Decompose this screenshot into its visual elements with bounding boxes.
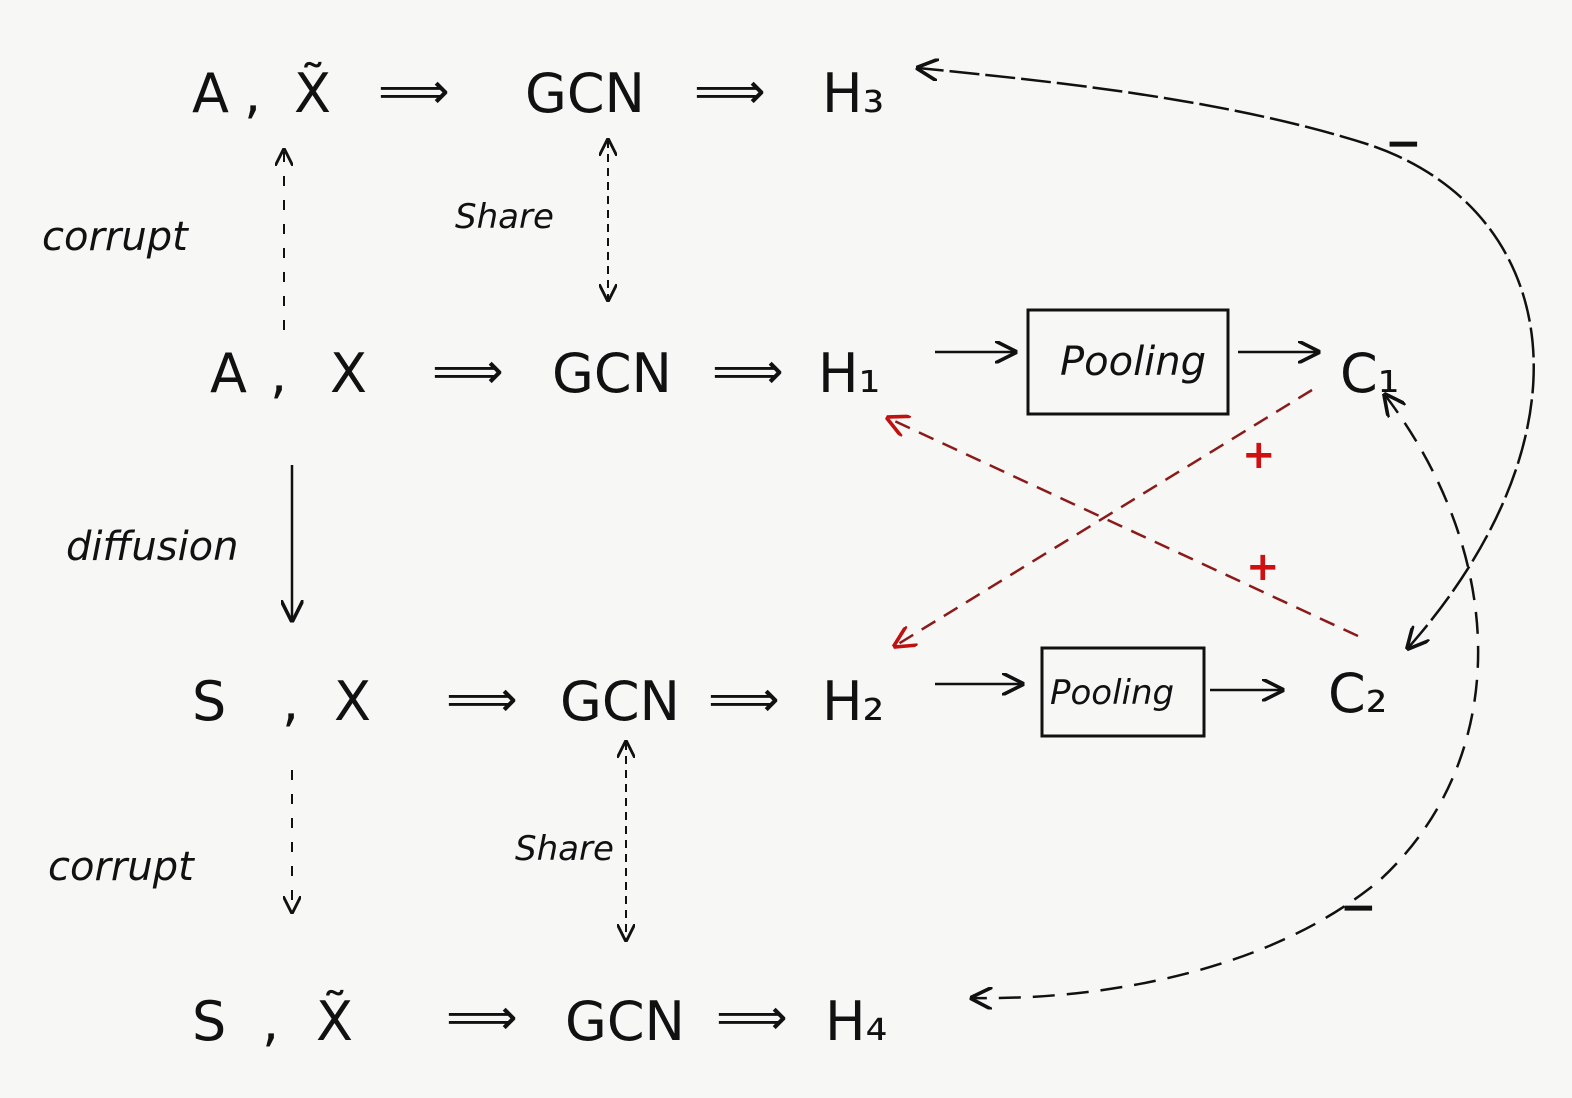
row2-separator: , — [270, 342, 287, 405]
row4-input-left: S — [192, 990, 226, 1053]
pooling-bottom-label: Pooling — [1050, 673, 1174, 713]
plus-sign-top: + — [1242, 432, 1276, 478]
corrupt-bottom-label: corrupt — [48, 844, 195, 890]
row2-input-right: X — [330, 342, 367, 405]
plus-sign-bottom: + — [1246, 544, 1280, 590]
row3-separator: , — [282, 670, 299, 733]
row1-arrow-a: ⟹ — [378, 62, 450, 120]
diffusion-label: diffusion — [66, 524, 239, 570]
corrupt-top-label: corrupt — [42, 214, 189, 260]
minus-sign-bottom: − — [1340, 882, 1377, 933]
negative-c2-h3-curve — [918, 68, 1535, 648]
row1-gcn: GCN — [525, 62, 645, 125]
row4-output: H₄ — [825, 990, 887, 1053]
row3-arrow-b: ⟹ — [708, 670, 780, 728]
share-bottom-label: Share — [515, 829, 614, 869]
row1-input-left: A — [192, 62, 229, 125]
pooling-top-label: Pooling — [1060, 339, 1206, 385]
row4-gcn: GCN — [565, 990, 685, 1053]
row3-gcn: GCN — [560, 670, 680, 733]
negative-c1-h4-curve — [972, 395, 1480, 998]
row1-input-right: X̃ — [294, 62, 331, 125]
summary-c1: C₁ — [1340, 342, 1399, 405]
share-top-label: Share — [455, 197, 554, 237]
summary-c2: C₂ — [1328, 662, 1387, 725]
row4-input-right: X̃ — [316, 990, 353, 1053]
row3-input-left: S — [192, 670, 226, 733]
row1-output: H₃ — [822, 62, 884, 125]
row1-arrow-b: ⟹ — [694, 62, 766, 120]
positive-c2-h1-arrow — [888, 418, 1359, 638]
row3-arrow-a: ⟹ — [446, 670, 518, 728]
row2-arrow-b: ⟹ — [712, 342, 784, 400]
row2-input-left: A — [210, 342, 247, 405]
row3-input-right: X — [334, 670, 371, 733]
row2-gcn: GCN — [552, 342, 672, 405]
row2-output: H₁ — [818, 342, 880, 405]
row4-arrow-b: ⟹ — [716, 988, 788, 1046]
positive-c1-h2-arrow — [895, 388, 1313, 646]
row4-arrow-a: ⟹ — [446, 988, 518, 1046]
row3-output: H₂ — [822, 670, 884, 733]
row4-separator: , — [262, 990, 279, 1053]
row1-separator: , — [244, 62, 261, 125]
row2-arrow-a: ⟹ — [432, 342, 504, 400]
minus-sign-top: − — [1385, 118, 1422, 169]
